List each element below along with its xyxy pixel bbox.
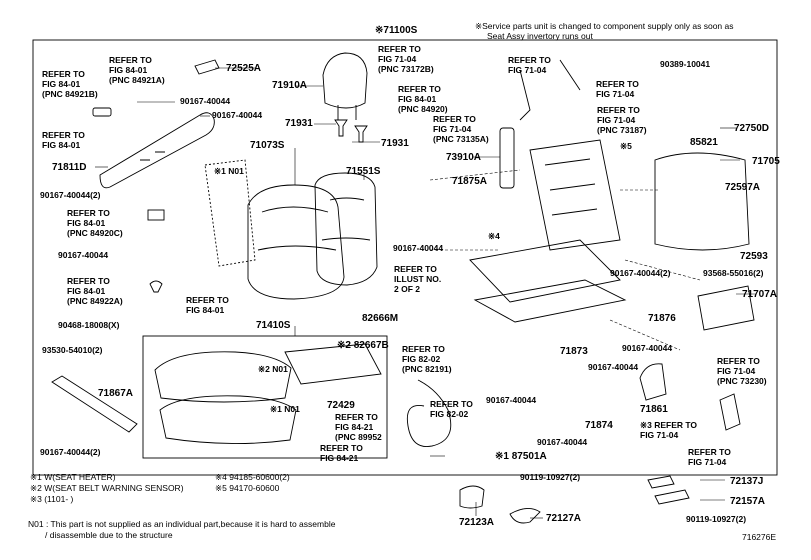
label-73910a: 73910A [446, 152, 482, 163]
label-72593: 72593 [740, 251, 768, 262]
label-90167-40044-5: 90167-40044 [622, 343, 673, 353]
label-72123a: 72123A [459, 517, 495, 528]
label-90167-40044-8: 90167-40044 [537, 437, 588, 447]
label-90167-40044-3: 90167-40044 [58, 250, 109, 260]
service-note-line1: ※Service parts unit is changed to compon… [475, 21, 734, 31]
label-90167-40044-1: 90167-40044 [180, 96, 231, 106]
front-trim-drawing [51, 375, 138, 433]
service-note-line2: Seat Assy invertory runs out [487, 31, 593, 41]
diagram-id: 716276E [742, 532, 777, 542]
label-71861: 71861 [640, 404, 668, 415]
label-71931-b: 71931 [381, 138, 409, 149]
label-s4: ※4 [488, 231, 500, 241]
label-90167-40044-2x-b: 90167-40044(2) [40, 447, 101, 457]
legend-1: ※1 W(SEAT HEATER) [30, 472, 116, 482]
label-71073s: 71073S [250, 140, 285, 151]
label-82667b: ※2 82667B [337, 340, 389, 351]
label-90167-40044-7: 90167-40044 [486, 395, 537, 405]
footnote-line2: / disassemble due to the structure [45, 530, 173, 540]
label-90167-40044-6: 90167-40044 [588, 362, 639, 372]
seatback-cover-drawing [247, 184, 345, 300]
label-s5: ※5 [620, 141, 632, 151]
label-93530-54010: 93530-54010(2) [42, 345, 103, 355]
label-71875a: 71875A [452, 176, 488, 187]
label-90167-40044-2x-c: 90167-40044(2) [610, 268, 671, 278]
label-82666m: 82666M [362, 313, 399, 324]
legend-2: ※2 W(SEAT BELT WARNING SENSOR) [30, 483, 184, 493]
label-72525a: 72525A [226, 63, 262, 74]
legend-3: ※3 (1101- ) [30, 494, 74, 504]
label-71931-a: 71931 [285, 118, 313, 129]
legend-5: ※5 94170-60600 [215, 483, 280, 493]
label-90389-10041: 90389-10041 [660, 59, 711, 69]
footnote-line1: N01 : This part is not supplied as an in… [28, 519, 336, 529]
label-72429: 72429 [327, 400, 355, 411]
legend-4: ※4 94185-60600(2) [215, 472, 290, 482]
label-n01-a: ※1 N01 [214, 166, 244, 176]
headrest-drawing [322, 52, 368, 109]
seat-frame-drawing [469, 59, 627, 323]
label-90167-40044-2x-a: 90167-40044(2) [40, 190, 101, 200]
main-frame [32, 39, 778, 476]
back-board-drawing [654, 152, 750, 251]
label-71705: 71705 [752, 156, 780, 167]
label-72157a: 72157A [730, 496, 766, 507]
label-71910a: 71910A [272, 80, 308, 91]
cushion-box [142, 335, 388, 459]
label-71707a: 71707A [742, 289, 778, 300]
label-72750d: 72750D [734, 123, 770, 134]
cushion-cover-drawing [154, 351, 292, 403]
main-part-number: ※71100S [375, 25, 418, 36]
label-72127a: 72127A [546, 513, 582, 524]
label-90468-18008: 90468-18008(X) [58, 320, 120, 330]
label-71410s: 71410S [256, 320, 291, 331]
label-90119-10927-b: 90119-10927(2) [686, 514, 747, 524]
label-90167-40044-4: 90167-40044 [393, 243, 444, 253]
label-71867a: 71867A [98, 388, 134, 399]
label-72597a: 72597A [725, 182, 761, 193]
label-n01-b: ※2 N01 [258, 364, 288, 374]
label-71811d: 71811D [52, 162, 87, 173]
label-71876: 71876 [648, 313, 676, 324]
label-87501a: ※1 87501A [495, 451, 547, 462]
seatback-pad-drawing [314, 172, 378, 286]
label-71873: 71873 [560, 346, 588, 357]
label-85821: 85821 [690, 137, 718, 148]
label-90167-40044-2: 90167-40044 [212, 110, 263, 120]
label-72137j: 72137J [730, 476, 764, 487]
label-71551s: 71551S [346, 166, 381, 177]
label-71874: 71874 [585, 420, 613, 431]
label-90119-10927-a: 90119-10927(2) [520, 472, 581, 482]
label-n01-c: ※1 N01 [270, 404, 300, 414]
cushion-pad-drawing [159, 395, 297, 444]
heater-mat-drawing [204, 159, 256, 267]
lower-panel-drawing [697, 285, 755, 331]
side-cover-drawing [99, 112, 215, 189]
label-93568-55016: 93568-55016(2) [703, 268, 764, 278]
